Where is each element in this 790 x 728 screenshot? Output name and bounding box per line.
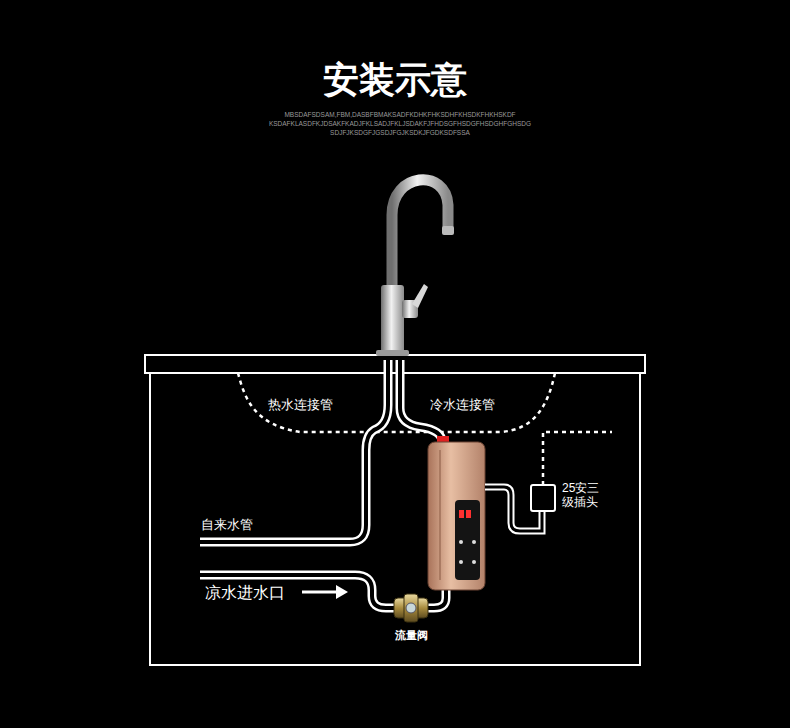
faucet-gooseneck (392, 180, 448, 300)
heater-button (472, 540, 476, 544)
heater-led (466, 510, 471, 518)
faucet-body (381, 285, 404, 355)
heater-led (459, 510, 464, 518)
valve-heater-pipe (426, 588, 446, 608)
heater-button (459, 540, 463, 544)
valve-heater-pipe-core (426, 588, 446, 608)
tap-water-pipe-core (200, 360, 388, 542)
water-heater (428, 436, 485, 590)
pipe-label: 自来水管 (199, 517, 255, 533)
pipe-label: 热水连接管 (266, 397, 335, 413)
valve-label: 流量阀 (393, 629, 430, 642)
decor-text: MBSDAFSDSAM,FBM,DASBFBMAKSADFKDHKFHKSDHF… (282, 111, 517, 119)
decor-text: SDJFJKSDGFJGSDJFGJKSDKJFGDKSDFSSA (328, 129, 472, 137)
heater-seam (440, 450, 441, 580)
countertop (145, 355, 645, 373)
socket-line (543, 432, 612, 485)
inlet-label: 凉水进水口 (203, 583, 287, 602)
tap-water-pipe (200, 360, 388, 542)
heater-panel (455, 500, 480, 580)
cabinet-outline (150, 373, 640, 665)
inlet-pipe-core (200, 575, 396, 608)
inlet-pipe (200, 575, 396, 608)
flow-valve-window (406, 603, 416, 613)
inlet-arrow-head (336, 585, 348, 599)
decor-text: KSDAFKLASDFKJDSAKFKADJFKLSADJFKLJSDAKFJF… (267, 120, 533, 128)
faucet (376, 180, 454, 356)
flow-valve-nut (404, 594, 418, 622)
pipes (200, 360, 446, 608)
faucet-handle (412, 284, 428, 308)
faucet-nozzle (442, 226, 454, 235)
heater-button (459, 560, 463, 564)
pipe-label: 冷水连接管 (428, 397, 497, 413)
power-plug (531, 485, 555, 511)
heater-body (428, 442, 485, 590)
title: 安装示意 (321, 58, 469, 101)
plug-label: 25安三 级插头 (560, 481, 619, 510)
faucet-base (376, 350, 409, 356)
inlet-arrow-shaft (302, 591, 338, 594)
heater-button (472, 560, 476, 564)
